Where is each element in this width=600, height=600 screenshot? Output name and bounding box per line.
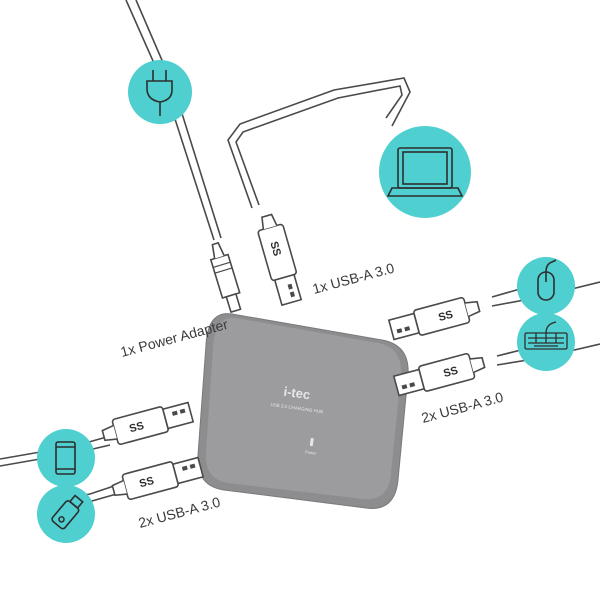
hub-brand: i-tec	[283, 384, 312, 403]
usb-plug-keyboard: SS	[392, 349, 488, 400]
flash-drive-circle	[37, 485, 95, 543]
usb-flash-drive-icon	[51, 494, 84, 530]
plug-marking: SS	[267, 240, 283, 257]
power-barrel-plug	[209, 241, 242, 314]
usb-plug-flash: SS	[109, 453, 205, 504]
power-adapter-circle	[128, 60, 192, 124]
laptop-cable-inner	[227, 77, 411, 209]
usb-plug-top: SS	[253, 211, 305, 307]
smartphone-circle	[37, 429, 95, 487]
plug-marking: SS	[128, 420, 145, 435]
plug-marking: SS	[437, 309, 454, 324]
label-usb-left: 2x USB-A 3.0	[137, 494, 223, 531]
laptop-cable	[235, 85, 403, 206]
hub-led-label: Power	[305, 449, 318, 456]
mouse-circle	[517, 257, 575, 315]
laptop-circle	[379, 126, 471, 218]
laptop-icon	[386, 147, 464, 197]
smartphone-icon	[55, 441, 76, 475]
plug-marking: SS	[442, 365, 459, 380]
keyboard-circle	[517, 313, 575, 371]
usb-hub-device: i-tec USB 3.0 CHARGING HUB Power	[197, 313, 409, 509]
label-usb-right: 2x USB-A 3.0	[420, 389, 506, 426]
usb-plug-phone: SS	[99, 398, 195, 449]
mouse-icon	[537, 259, 557, 301]
label-usb-top: 1x USB-A 3.0	[311, 260, 397, 297]
keyboard-icon	[524, 321, 568, 350]
usb-plug-mouse: SS	[387, 293, 483, 344]
plug-marking: SS	[138, 475, 155, 490]
power-plug-icon	[146, 70, 173, 116]
hub-power-led	[309, 438, 314, 447]
